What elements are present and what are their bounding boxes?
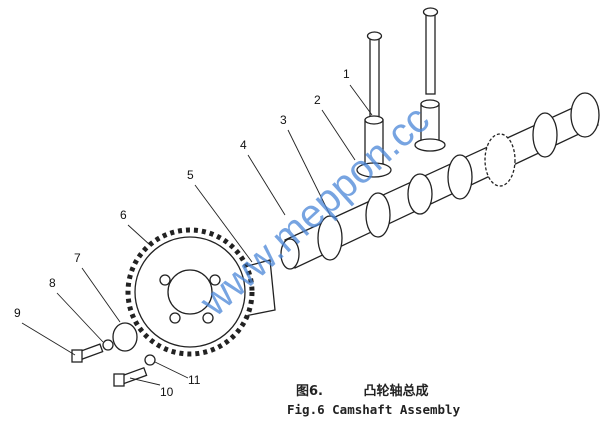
caption-chinese: 图6. 凸轮轴总成 (296, 380, 429, 399)
label-11: 11 (188, 373, 201, 387)
label-4: 4 (240, 138, 247, 152)
washer (112, 322, 138, 352)
camshaft (280, 92, 600, 270)
label-5: 5 (187, 168, 194, 182)
label-2: 2 (314, 93, 321, 107)
caption-fig-number: 图6. (296, 384, 323, 399)
push-rod-left (366, 31, 383, 119)
bolt-9 (71, 343, 104, 363)
label-3: 3 (280, 113, 287, 127)
bolt-10 (113, 366, 148, 387)
nut-11 (144, 354, 156, 366)
spring-washer (102, 339, 114, 351)
leader-lines (21, 84, 373, 386)
timing-gear (125, 227, 255, 357)
caption-cn-title: 凸轮轴总成 (363, 384, 429, 399)
label-7: 7 (74, 251, 81, 265)
push-rod-right (422, 7, 439, 95)
tappet-right (414, 99, 446, 152)
label-9: 9 (14, 306, 21, 320)
label-6: 6 (120, 208, 127, 222)
label-1: 1 (343, 67, 350, 81)
label-8: 8 (49, 276, 56, 290)
label-10: 10 (160, 385, 174, 399)
caption-english: Fig.6 Camshaft Assembly (287, 402, 461, 417)
tappet-left (356, 115, 392, 178)
